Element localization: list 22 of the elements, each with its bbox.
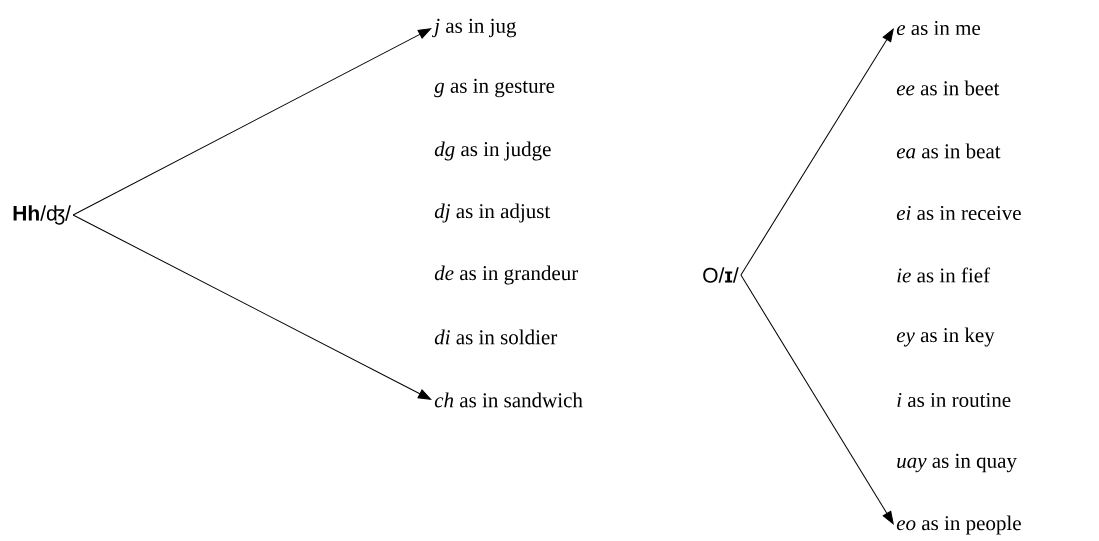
- spelling-example: ey as in key: [896, 327, 995, 347]
- spelling-example: uay as in quay: [897, 453, 1017, 473]
- arrow: [72, 214, 432, 400]
- spelling-example: ch as in sandwich: [434, 392, 583, 408]
- spelling-example: eo as in people: [896, 515, 1021, 535]
- spelling-example: j as in jug: [431, 18, 517, 38]
- sound-heading: O/ɪ/: [703, 267, 739, 283]
- spelling-example: g as in gesture: [434, 78, 555, 98]
- arrow: [72, 28, 432, 216]
- spelling-example: e as in me: [896, 20, 981, 36]
- spelling-example: ei as in receive: [896, 205, 1021, 221]
- arrow: [740, 28, 894, 276]
- spelling-example: i as in routine: [897, 392, 1011, 408]
- spelling-example: ie as in fief: [897, 267, 991, 283]
- arrow: [740, 274, 894, 525]
- spelling-example: de as in grandeur: [434, 265, 579, 285]
- sound-heading: Hh/ʤ/: [13, 205, 71, 225]
- spelling-example: dj as in adjust: [434, 203, 551, 223]
- spelling-example: ee as in beet: [896, 80, 1000, 96]
- spelling-example: dg as in judge: [434, 141, 551, 161]
- spelling-example: ea as in beat: [896, 143, 1001, 159]
- spelling-example: di as in soldier: [434, 329, 558, 345]
